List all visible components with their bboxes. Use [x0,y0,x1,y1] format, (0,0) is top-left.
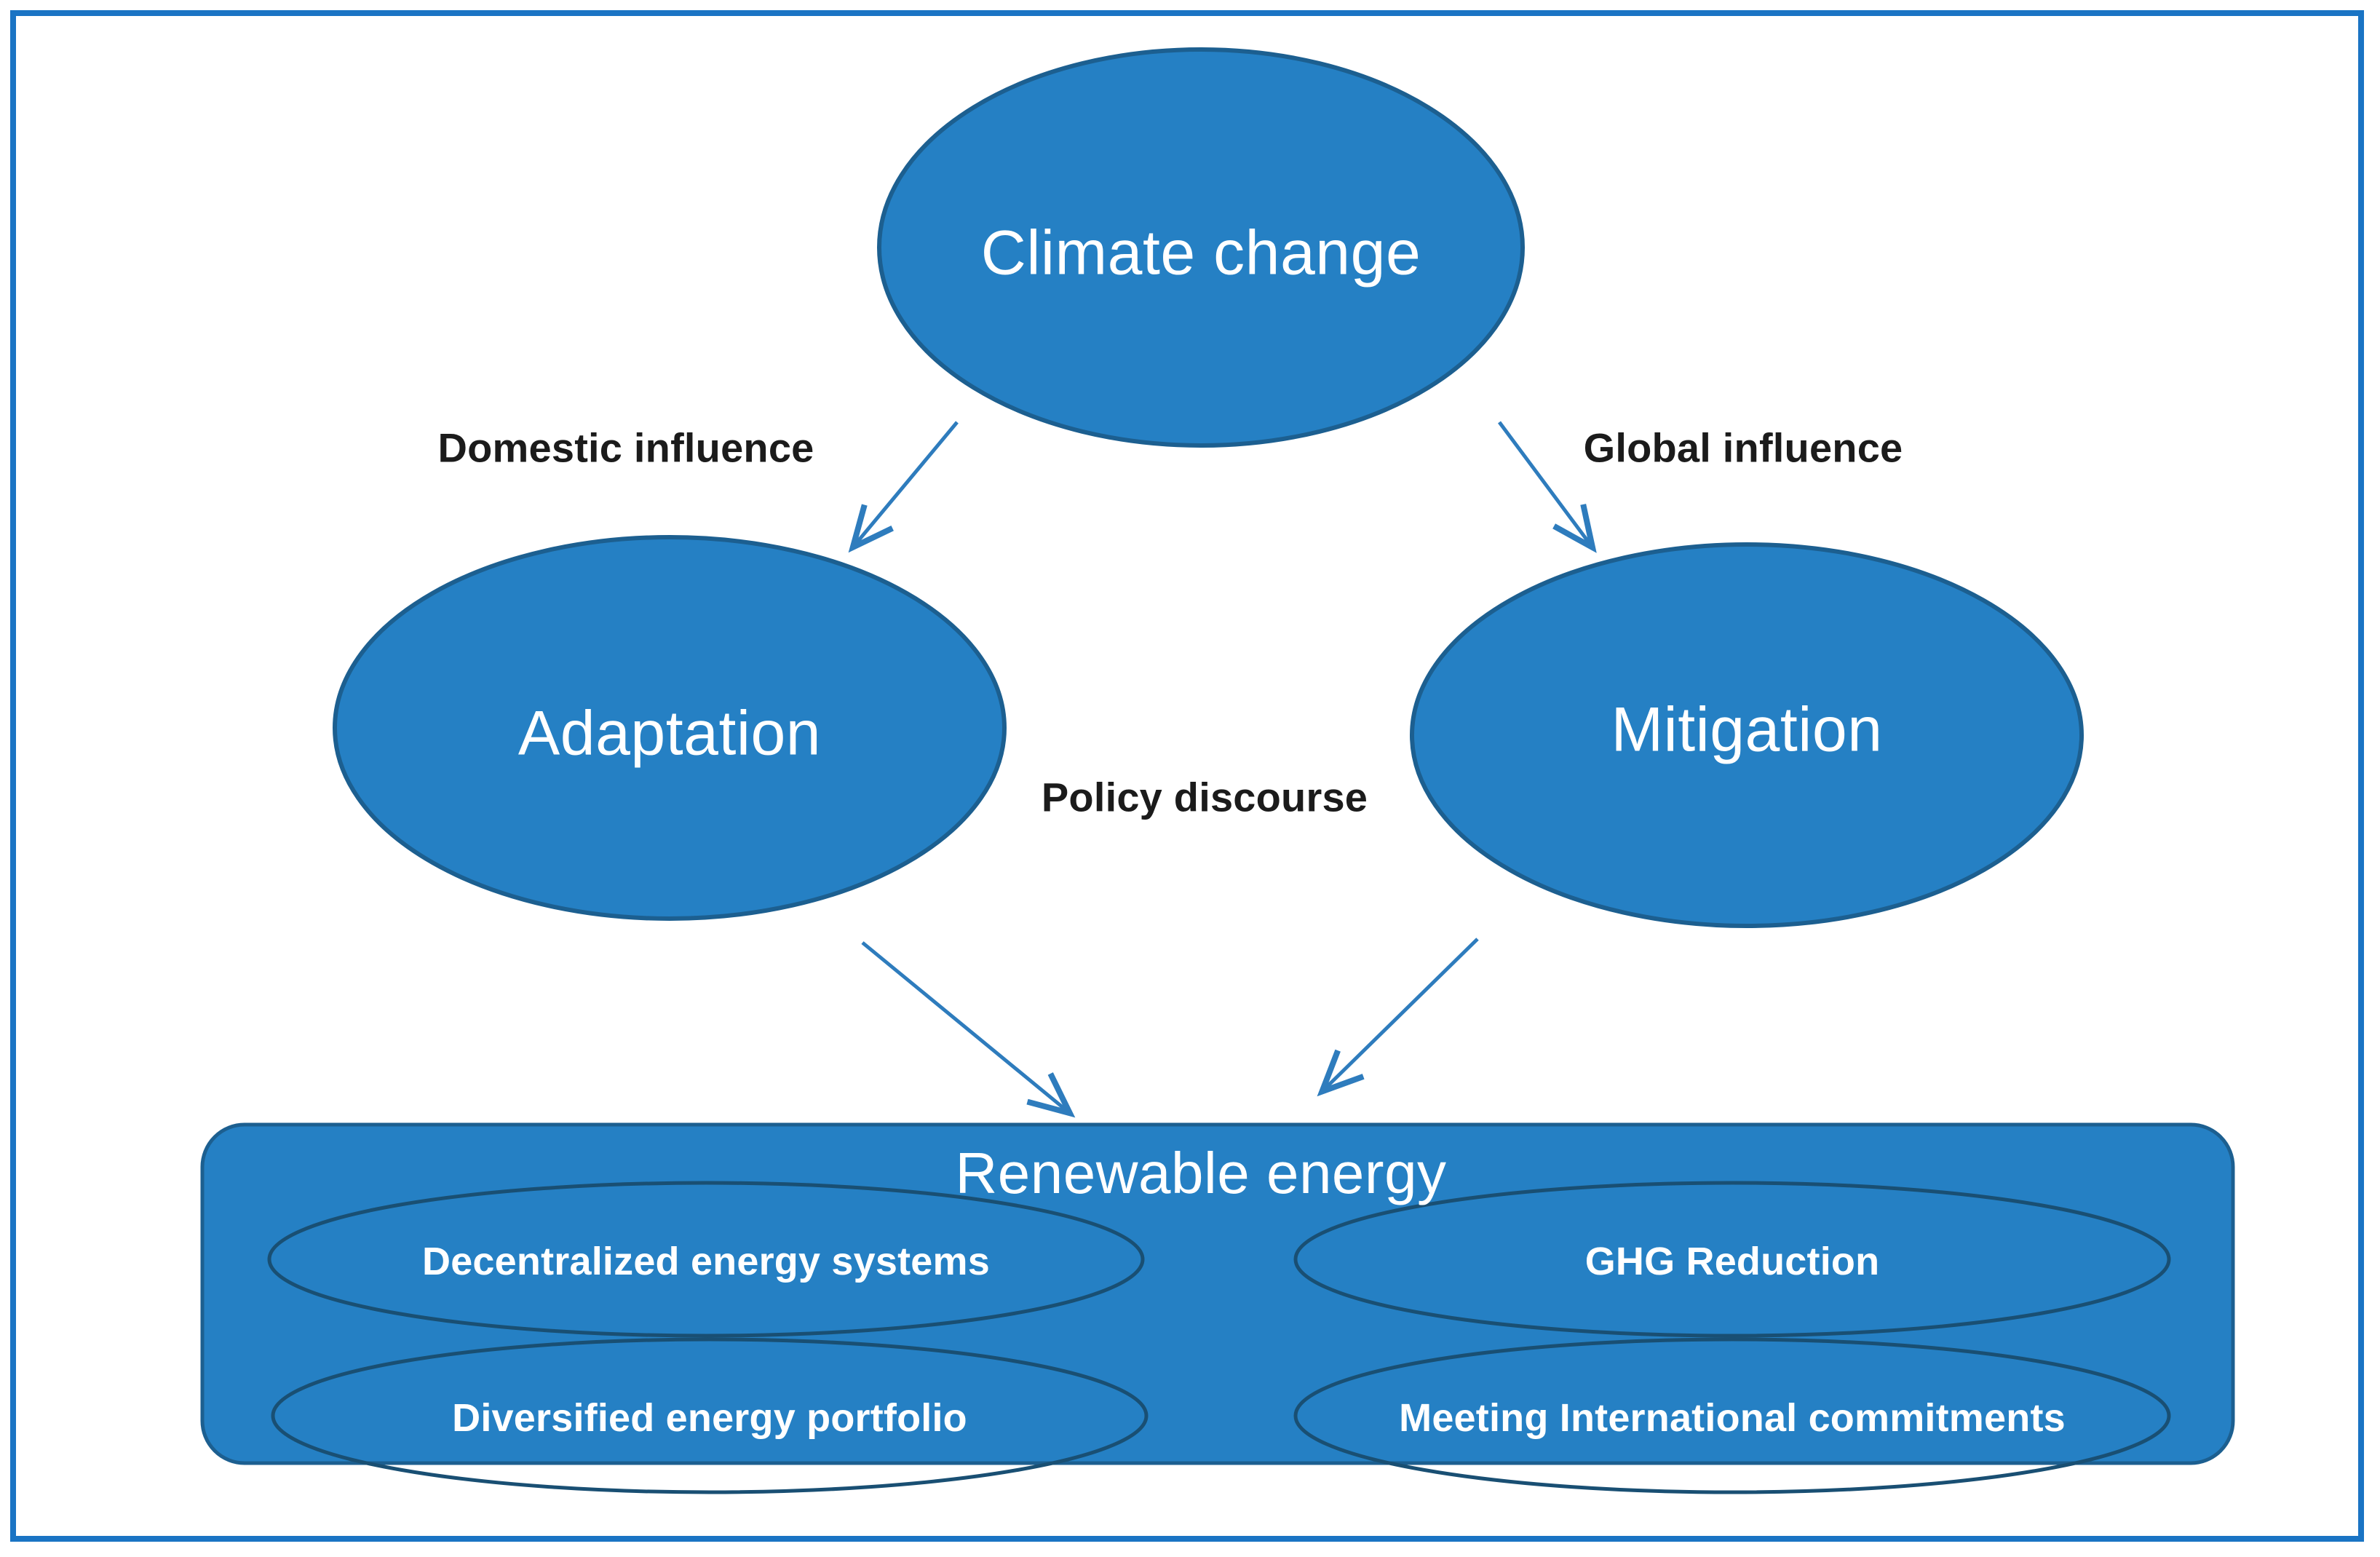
sub-label-diversified-energy-portfolio: Diversified energy portfolio [452,1396,967,1440]
edge-label-global-influence: Global influence [1583,424,1903,471]
sub-label-meeting-international-commitments: Meeting International commitments [1399,1396,2066,1440]
node-label-climate-change: Climate change [980,218,1421,288]
node-label-mitigation: Mitigation [1611,694,1883,765]
node-label-renewable-energy: Renewable energy [955,1141,1447,1205]
sub-label-ghg-reduction: GHG Reduction [1584,1240,1880,1283]
label-policy-discourse: Policy discourse [1041,774,1368,820]
sub-label-decentralized-energy-systems: Decentralized energy systems [422,1240,990,1283]
node-label-adaptation: Adaptation [517,698,822,769]
edge-label-domestic-influence: Domestic influence [437,424,814,471]
